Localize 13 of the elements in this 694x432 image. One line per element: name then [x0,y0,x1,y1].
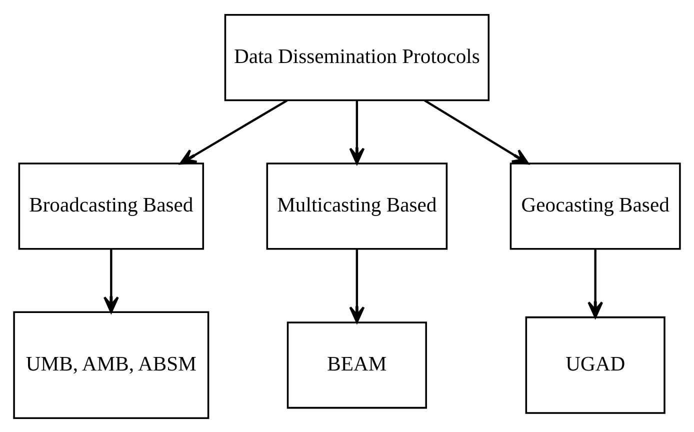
arrow [424,98,530,164]
node-box: Data Dissemination Protocols [224,14,490,101]
node-box: BEAM [286,321,427,408]
node-box: Multicasting Based [266,162,448,250]
node-box: UGAD [525,316,666,414]
arrow [349,100,365,164]
node-box: Broadcasting Based [18,162,204,250]
node-box: UMB, AMB, ABSM [13,310,210,418]
arrow [349,248,365,323]
node-box: Geocasting Based [510,162,681,250]
arrow [588,248,604,318]
arrow [180,98,288,164]
arrow [103,248,119,313]
